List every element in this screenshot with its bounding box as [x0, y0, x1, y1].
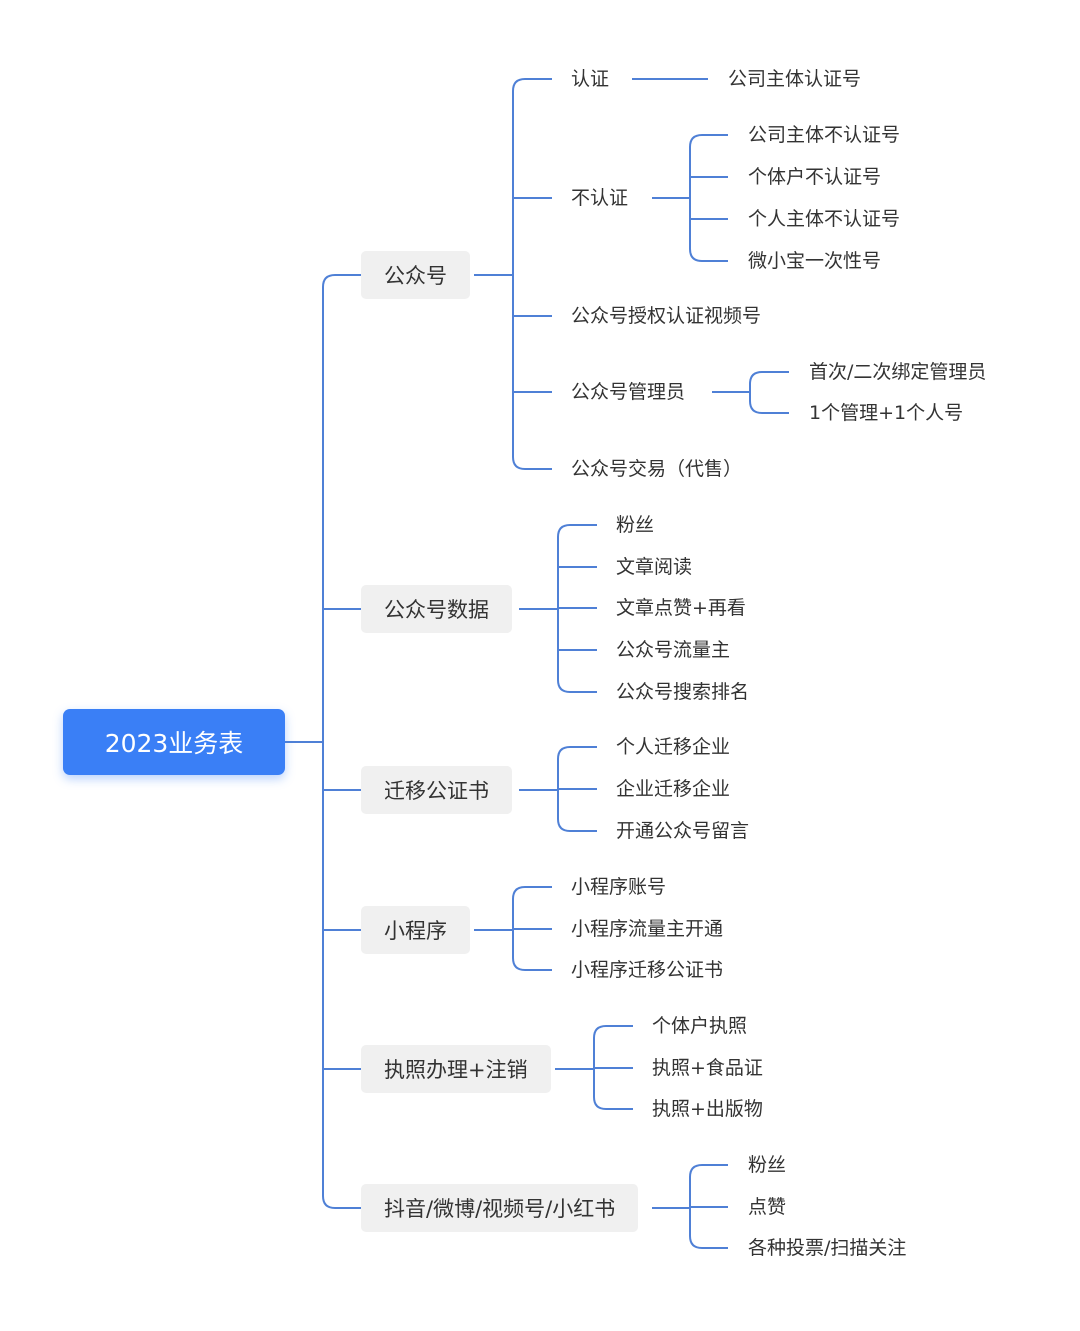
branch-mini-program[interactable]: 小程序 — [361, 906, 470, 954]
leaf-traffic-master[interactable]: 公众号流量主 — [616, 639, 731, 661]
leaf-mini-program-account[interactable]: 小程序账号 — [571, 876, 667, 898]
leaf-individual-license[interactable]: 个体户执照 — [652, 1015, 748, 1037]
admin-link-1 — [749, 400, 789, 414]
leaf-license-publication[interactable]: 执照+出版物 — [652, 1098, 763, 1120]
social-link-0 — [689, 1164, 728, 1178]
branch-gongzhonghao[interactable]: 公众号 — [361, 251, 470, 299]
leaf-enterprise-to-enterprise[interactable]: 企业迁移企业 — [616, 778, 731, 800]
leaf-social-votes[interactable]: 各种投票/扫描关注 — [748, 1237, 907, 1259]
branch-account-data[interactable]: 公众号数据 — [361, 585, 512, 633]
leaf-fans[interactable]: 粉丝 — [616, 514, 655, 536]
buzheng-link-0 — [689, 134, 728, 148]
node-authorize-channels[interactable]: 公众号授权认证视频号 — [571, 305, 762, 327]
admin-link-0 — [749, 371, 789, 385]
branch-migration-notary[interactable]: 迁移公证书 — [361, 766, 512, 814]
leaf-social-fans[interactable]: 粉丝 — [748, 1154, 787, 1176]
branch-social-platforms[interactable]: 抖音/微博/视频号/小红书 — [361, 1184, 639, 1232]
mini-link-2 — [512, 957, 552, 971]
mini-link-0 — [512, 886, 552, 900]
leaf-personal-to-enterprise[interactable]: 个人迁移企业 — [616, 736, 731, 758]
leaf-open-comments[interactable]: 开通公众号留言 — [616, 820, 750, 842]
leaf-personal-uncertified[interactable]: 个人主体不认证号 — [748, 208, 901, 230]
leaf-weixiaobao-onetime[interactable]: 微小宝一次性号 — [748, 250, 882, 272]
leaf-mini-program-traffic[interactable]: 小程序流量主开通 — [571, 918, 724, 940]
data-link-4 — [557, 679, 597, 693]
migrate-link-2 — [557, 818, 597, 832]
leaf-individual-business-uncertified[interactable]: 个体户不认证号 — [748, 166, 882, 188]
social-link-2 — [689, 1235, 728, 1249]
root-link-5 — [322, 1195, 361, 1209]
data-link-0 — [557, 524, 597, 538]
leaf-license-food[interactable]: 执照+食品证 — [652, 1057, 763, 1079]
leaf-bind-admin[interactable]: 首次/二次绑定管理员 — [809, 361, 987, 383]
branch-license[interactable]: 执照办理+注销 — [361, 1045, 551, 1093]
root-node[interactable]: 2023业务表 — [63, 709, 285, 775]
node-bu-renzheng[interactable]: 不认证 — [571, 187, 629, 209]
node-account-admin[interactable]: 公众号管理员 — [571, 381, 686, 403]
leaf-article-likes[interactable]: 文章点赞+再看 — [616, 597, 746, 619]
license-link-2 — [593, 1096, 633, 1110]
leaf-company-uncertified[interactable]: 公司主体不认证号 — [748, 124, 901, 146]
leaf-company-certified[interactable]: 公司主体认证号 — [728, 68, 862, 90]
gzh-link-4 — [512, 456, 552, 470]
leaf-search-rank[interactable]: 公众号搜索排名 — [616, 681, 750, 703]
leaf-one-admin-one-person[interactable]: 1个管理+1个人号 — [809, 402, 964, 424]
root-link-0 — [322, 274, 361, 288]
leaf-social-likes[interactable]: 点赞 — [748, 1196, 787, 1218]
leaf-mini-program-migration[interactable]: 小程序迁移公证书 — [571, 959, 724, 981]
node-account-trade[interactable]: 公众号交易（代售） — [571, 458, 743, 480]
leaf-article-reads[interactable]: 文章阅读 — [616, 556, 693, 578]
gzh-link-0 — [512, 78, 552, 92]
buzheng-link-3 — [689, 248, 728, 262]
node-renzheng[interactable]: 认证 — [571, 68, 610, 90]
migrate-link-0 — [557, 746, 597, 760]
license-link-0 — [593, 1025, 633, 1039]
